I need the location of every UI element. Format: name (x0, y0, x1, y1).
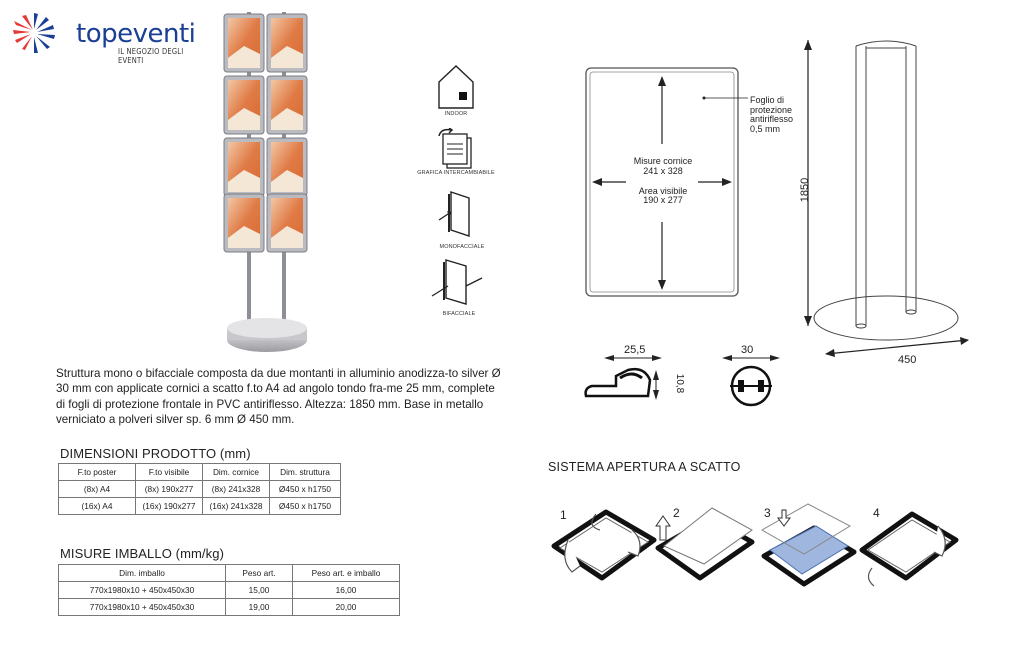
table-row: 770x1980x10 + 450x450x30 15,00 16,00 (58, 581, 400, 599)
step-number: 1 (560, 508, 567, 522)
table-cell: (16x) A4 (58, 497, 136, 515)
double-sided-icon (431, 259, 483, 305)
product-photo (223, 12, 308, 352)
table-header-row: F.to poster F.to visibile Dim. cornice D… (58, 463, 341, 481)
table-header-cell: F.to visibile (135, 463, 203, 481)
table-cell: 15,00 (225, 581, 293, 599)
table-header-cell: F.to poster (58, 463, 136, 481)
table-cell: (16x) 190x277 (135, 497, 203, 515)
brand-logo[interactable]: topeventi IL NEGOZIO DEGLI EVENTI (12, 12, 202, 65)
interchangeable-graphic-label: GRAFICA INTERCAMBIABILE (417, 170, 495, 176)
product-dimensions-title: DIMENSIONI PRODOTTO (mm) (60, 446, 251, 461)
table-header-cell: Dim. struttura (269, 463, 341, 481)
table-cell: 20,00 (292, 598, 400, 616)
frame-drawing (585, 67, 748, 297)
table-row: 770x1980x10 + 450x450x30 19,00 20,00 (58, 598, 400, 616)
step-number: 4 (873, 506, 880, 520)
table-header-cell: Dim. cornice (202, 463, 270, 481)
step-1-illustration (551, 509, 657, 581)
pole-section-drawing (722, 355, 780, 407)
table-row: (8x) A4 (8x) 190x277 (8x) 241x328 Ø450 x… (58, 480, 341, 498)
stand-height-label: 1850 (799, 177, 811, 203)
single-sided-icon (438, 191, 470, 237)
sheet-note: Foglio di protezione antiriflesso 0,5 mm (750, 95, 794, 134)
table-cell: 16,00 (292, 581, 400, 599)
stand-base-label: 450 (898, 354, 917, 366)
table-cell: 770x1980x10 + 450x450x30 (58, 598, 226, 616)
table-row: (16x) A4 (16x) 190x277 (16x) 241x328 Ø45… (58, 497, 341, 515)
packaging-title: MISURE IMBALLO (mm/kg) (60, 546, 224, 561)
step-3-illustration (760, 503, 857, 587)
table-cell: 19,00 (225, 598, 293, 616)
table-header-row: Dim. imballo Peso art. Peso art. e imbal… (58, 564, 400, 582)
product-dimensions-table: F.to poster F.to visibile Dim. cornice D… (58, 463, 341, 515)
sun-logo-icon (13, 13, 55, 53)
indoor-label: INDOOR (444, 111, 468, 117)
packaging-table: Dim. imballo Peso art. Peso art. e imbal… (58, 564, 400, 616)
double-sided-label: BIFACCIALE (442, 311, 476, 317)
visible-area-label: Area visibile (638, 186, 688, 196)
snap-system-title: SISTEMA APERTURA A SCATTO (548, 460, 741, 474)
snap-system-diagram (551, 503, 959, 587)
frame-size-label: Misure cornice (633, 156, 693, 166)
profile-width-label: 25,5 (624, 344, 646, 356)
profile-height-label: 10,8 (674, 373, 686, 394)
pole-diameter-label: 30 (741, 344, 754, 356)
stand-drawing (804, 40, 969, 357)
step-number: 2 (673, 506, 680, 520)
profile-drawing (584, 355, 662, 400)
brand-tagline: IL NEGOZIO DEGLI EVENTI (118, 47, 184, 65)
visible-area-value: 190 x 277 (643, 195, 683, 205)
table-cell: (8x) 190x277 (135, 480, 203, 498)
table-header-cell: Peso art. (225, 564, 293, 582)
table-header-cell: Peso art. e imballo (292, 564, 400, 582)
table-cell: (8x) A4 (58, 480, 136, 498)
step-number: 3 (764, 506, 771, 520)
table-cell: Ø450 x h1750 (269, 480, 341, 498)
brand-name: topeventi (76, 19, 196, 49)
single-sided-label: MONOFACCIALE (439, 244, 485, 250)
product-description: Struttura mono o bifacciale composta da … (56, 367, 501, 426)
step-2-illustration (655, 507, 755, 581)
table-cell: 770x1980x10 + 450x450x30 (58, 581, 226, 599)
table-header-cell: Dim. imballo (58, 564, 226, 582)
step-4-illustration (859, 511, 959, 587)
table-cell: (16x) 241x328 (202, 497, 270, 515)
frame-size-value: 241 x 328 (643, 166, 683, 176)
indoor-icon (438, 65, 474, 109)
interchangeable-graphic-icon (438, 128, 472, 169)
table-cell: Ø450 x h1750 (269, 497, 341, 515)
table-cell: (8x) 241x328 (202, 480, 270, 498)
